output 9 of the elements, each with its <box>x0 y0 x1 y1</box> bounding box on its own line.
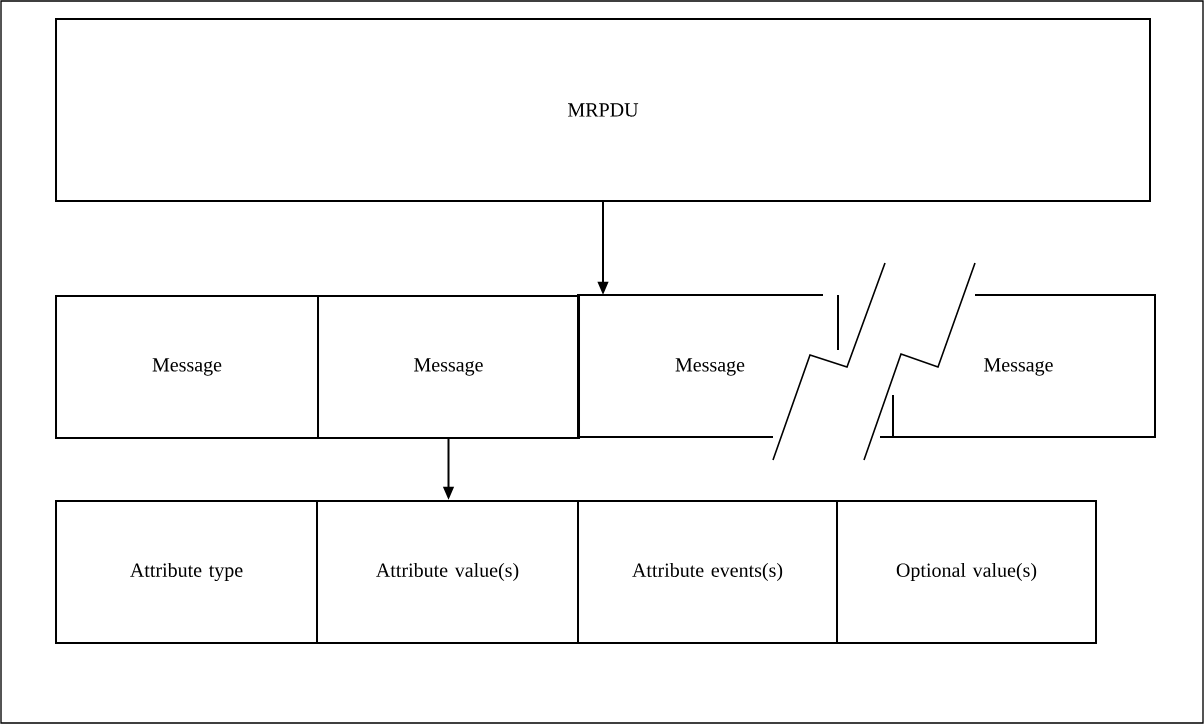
field-box: Message <box>317 295 580 439</box>
pdu-box: MRPDU <box>55 18 1151 202</box>
field-box: Message <box>879 294 1156 438</box>
field-box: Message <box>55 295 319 439</box>
field-box: Message <box>577 294 839 438</box>
field-box: Attribute value(s) <box>316 500 579 644</box>
field-box: Attribute events(s) <box>577 500 838 644</box>
field-box: Attribute type <box>55 500 318 644</box>
field-box: Optional value(s) <box>836 500 1097 644</box>
